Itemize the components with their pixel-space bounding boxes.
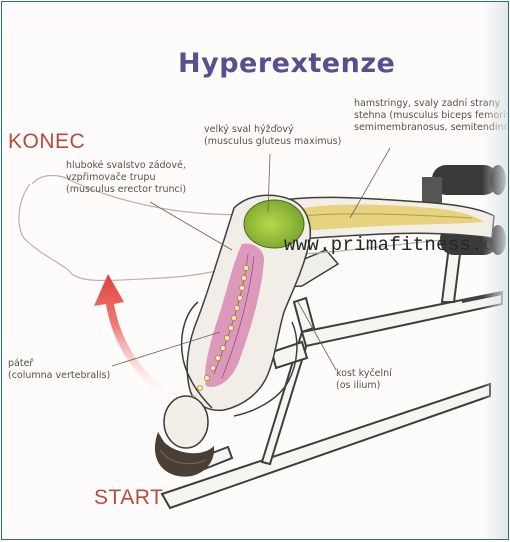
label-gluteus: velký sval hýžďový (musculus gluteus max… (204, 124, 341, 148)
exercise-title: Hyperextenze (178, 48, 395, 79)
page-edge-shadow (482, 2, 508, 539)
motion-arrow (94, 274, 172, 402)
end-position-label: KONEC (8, 130, 85, 154)
label-ilium: kost kyčelní (os ilium) (336, 368, 392, 392)
start-position-label: START (94, 486, 163, 510)
watermark: www.primafitness.cz (284, 234, 506, 256)
label-spine: páteř (columna vertebralis) (8, 358, 110, 382)
head (155, 396, 214, 477)
label-erector: hluboké svalstvo zádové, vzpřimovače tru… (66, 160, 186, 196)
